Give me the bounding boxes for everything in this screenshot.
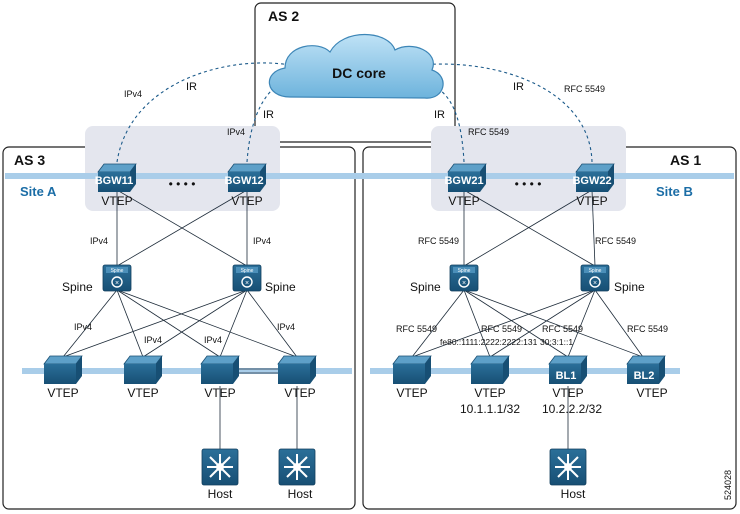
spine-device: Spine × bbox=[580, 264, 610, 292]
spine-x-icon: × bbox=[115, 280, 119, 287]
as1-title: AS 1 bbox=[670, 152, 701, 168]
site-b-leaf-backbone bbox=[370, 368, 680, 374]
leaf-label: VTEP bbox=[474, 386, 505, 400]
spine-x-icon: × bbox=[462, 280, 466, 287]
rfc5549-label: RFC 5549 bbox=[595, 236, 636, 246]
spine-badge: Spine bbox=[241, 268, 254, 274]
ipv6-link-local-label: fe80::1111:2222:2222:131 bbox=[440, 337, 538, 347]
rfc5549-label: RFC 5549 bbox=[542, 324, 583, 334]
bgw-device: BGW21 bbox=[444, 163, 487, 193]
leaf-label: VTEP bbox=[396, 386, 427, 400]
leaf-label: VTEP bbox=[204, 386, 235, 400]
border-leaf-name: BL2 bbox=[634, 370, 655, 382]
leaf-label: VTEP bbox=[127, 386, 158, 400]
spine-badge: Spine bbox=[458, 268, 471, 274]
bgw-name: BGW22 bbox=[572, 175, 611, 187]
ir-label: IR bbox=[434, 109, 445, 121]
host-icon bbox=[278, 448, 316, 486]
host-label: Host bbox=[561, 487, 586, 501]
bgw-device: BGW22 bbox=[572, 163, 615, 193]
rfc5549-label: RFC 5549 bbox=[481, 324, 522, 334]
dc-core-cloud bbox=[268, 33, 444, 99]
leaf-switch bbox=[200, 355, 240, 385]
figure-id: 524028 bbox=[723, 470, 733, 500]
ipv4-label: IPv4 bbox=[227, 127, 245, 137]
bgw-ellipsis-a: • • • • bbox=[169, 177, 196, 191]
host-label: Host bbox=[288, 487, 313, 501]
ipv4-label: IPv4 bbox=[204, 335, 222, 345]
bgw-name: BGW12 bbox=[224, 175, 263, 187]
spine-device: Spine × bbox=[449, 264, 479, 292]
spine-label: Spine bbox=[265, 280, 296, 294]
host-icon bbox=[201, 448, 239, 486]
leaf-switch bbox=[392, 355, 432, 385]
bgw-role: VTEP bbox=[448, 194, 479, 208]
leaf-label: VTEP bbox=[552, 386, 583, 400]
ipv4-label: IPv4 bbox=[277, 322, 295, 332]
spine-label: Spine bbox=[410, 280, 441, 294]
site-a-label: Site A bbox=[20, 184, 57, 199]
bgw-role: VTEP bbox=[101, 194, 132, 208]
leaf-label: VTEP bbox=[47, 386, 78, 400]
bgw-name: BGW11 bbox=[95, 175, 134, 187]
ipv4-label: IPv4 bbox=[74, 322, 92, 332]
spine-label: Spine bbox=[614, 280, 645, 294]
rfc5549-label: RFC 5549 bbox=[418, 236, 459, 246]
bgw-name: BGW21 bbox=[444, 175, 483, 187]
as3-title: AS 3 bbox=[14, 152, 45, 168]
ipv4-label: IPv4 bbox=[144, 335, 162, 345]
bgw-ellipsis-b: • • • • bbox=[515, 177, 542, 191]
spine-label: Spine bbox=[62, 280, 93, 294]
leaf-switch bbox=[470, 355, 510, 385]
ipv4-label: IPv4 bbox=[253, 236, 271, 246]
spine-badge: Spine bbox=[589, 268, 602, 274]
as2-title: AS 2 bbox=[268, 8, 299, 24]
dc-core-label: DC core bbox=[332, 65, 386, 81]
ir-label: IR bbox=[263, 109, 274, 121]
leaf-address: 10.1.1.1/32 bbox=[460, 402, 520, 416]
spine-x-icon: × bbox=[245, 280, 249, 287]
spine-device: Spine × bbox=[102, 264, 132, 292]
fabric-links bbox=[62, 189, 644, 450]
site-b-label: Site B bbox=[656, 184, 693, 199]
leaf-address: 10.2.2.2/32 bbox=[542, 402, 602, 416]
leaf-switch bbox=[43, 355, 83, 385]
leaf-switch bbox=[277, 355, 317, 385]
host-icon bbox=[549, 448, 587, 486]
border-leaf-name: BL1 bbox=[556, 370, 577, 382]
leaf-label: VTEP bbox=[636, 386, 667, 400]
site-a-leaf-backbone bbox=[22, 368, 352, 374]
ir-label: IR bbox=[186, 81, 197, 93]
rfc5549-label: RFC 5549 bbox=[468, 127, 509, 137]
rfc5549-label: RFC 5549 bbox=[564, 84, 605, 94]
spine-badge: Spine bbox=[111, 268, 124, 274]
bgw-role: VTEP bbox=[576, 194, 607, 208]
interconnect-backbone bbox=[5, 173, 734, 179]
bgw-role: VTEP bbox=[231, 194, 262, 208]
leaf-switch bbox=[123, 355, 163, 385]
leaf-label: VTEP bbox=[284, 386, 315, 400]
bgw-device: BGW11 bbox=[95, 163, 137, 193]
spine-device: Spine × bbox=[232, 264, 262, 292]
spine-x-icon: × bbox=[593, 280, 597, 287]
rfc5549-label: RFC 5549 bbox=[396, 324, 437, 334]
ipv6-address-label: 30:3:1::1 bbox=[540, 337, 573, 347]
ipv4-label: IPv4 bbox=[124, 89, 142, 99]
host-label: Host bbox=[208, 487, 233, 501]
ir-overlay-paths bbox=[116, 62, 593, 163]
ir-label: IR bbox=[513, 81, 524, 93]
rfc5549-label: RFC 5549 bbox=[627, 324, 668, 334]
bgw-device: BGW12 bbox=[224, 163, 267, 193]
ipv4-label: IPv4 bbox=[90, 236, 108, 246]
